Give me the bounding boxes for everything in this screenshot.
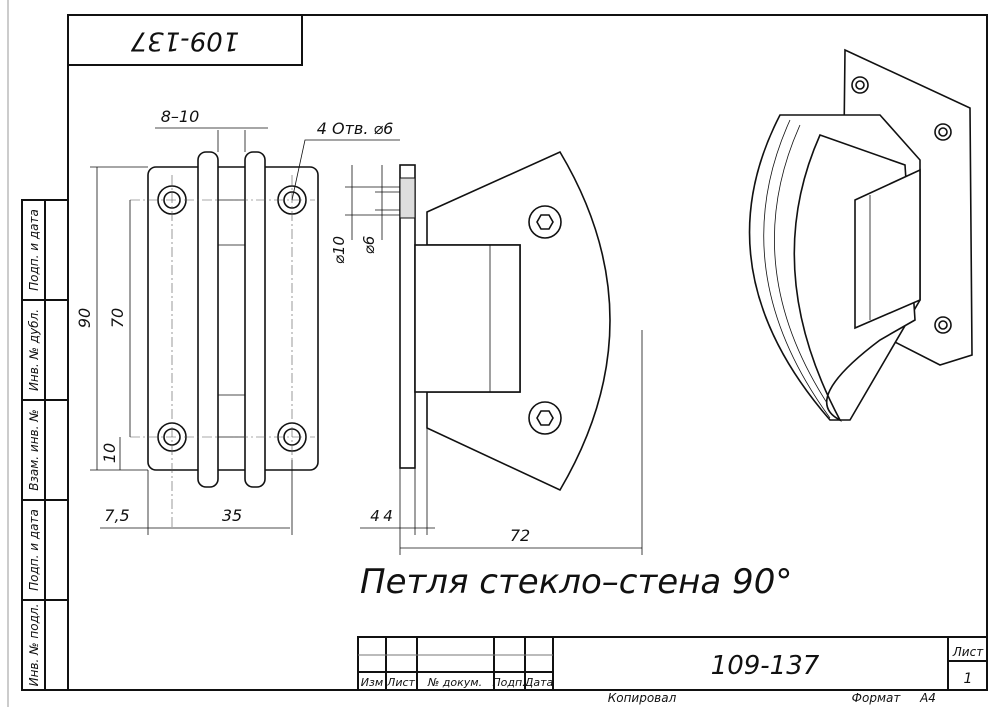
col-label: Изм [361, 676, 383, 689]
dim-4a: 4 [370, 507, 380, 525]
dim-holes: 4 Отв. ⌀6 [317, 119, 394, 138]
side-view: ⌀10 ⌀6 4 4 72 [330, 150, 643, 555]
format-value: A4 [919, 691, 936, 705]
col-label: № докум. [427, 676, 482, 689]
dim-10: 10 [100, 443, 119, 463]
sheet-number: 1 [964, 671, 973, 687]
dim-7-5: 7,5 [104, 506, 129, 525]
dim-4b: 4 [383, 507, 393, 525]
front-view: 90 70 10 7,5 35 8–10 4 Отв. ⌀6 [75, 107, 400, 535]
sheet-label: Лист [952, 645, 984, 659]
dim-70: 70 [108, 308, 127, 328]
hex-bolt-icon [528, 205, 562, 435]
side-stamp-label: Подп. и дата [27, 209, 41, 291]
dim-72: 72 [510, 526, 530, 545]
side-stamp-label: Инв. № подл. [27, 604, 41, 687]
designation: 109-137 [711, 651, 820, 681]
rotated-code: 109-137 [130, 26, 239, 56]
dim-35: 35 [222, 506, 242, 525]
dim-90: 90 [75, 308, 94, 328]
col-label: Подп. [492, 676, 525, 689]
title-block: Изм Лист № докум. Подп. Дата 109-137 Лис… [357, 636, 988, 705]
side-stamp-label: Подп. и дата [27, 509, 41, 591]
isometric-view [748, 48, 973, 422]
side-stamp-label: Инв. № дубл. [27, 309, 41, 391]
side-stamp-label: Взам. инв. № [27, 409, 41, 490]
format-label: Формат [852, 691, 902, 705]
dim-8-10: 8–10 [161, 107, 200, 126]
rotated-code-box: 109-137 [67, 14, 303, 66]
side-stamp: Подп. и дата Инв. № дубл. Взам. инв. № П… [21, 199, 69, 691]
dim-d6: ⌀6 [360, 236, 378, 255]
col-label: Лист [386, 676, 415, 689]
copied-label: Копировал [608, 691, 677, 705]
col-label: Дата [524, 676, 554, 689]
drawing-title: Петля стекло–стена 90° [360, 562, 792, 602]
dim-d10: ⌀10 [330, 236, 348, 264]
